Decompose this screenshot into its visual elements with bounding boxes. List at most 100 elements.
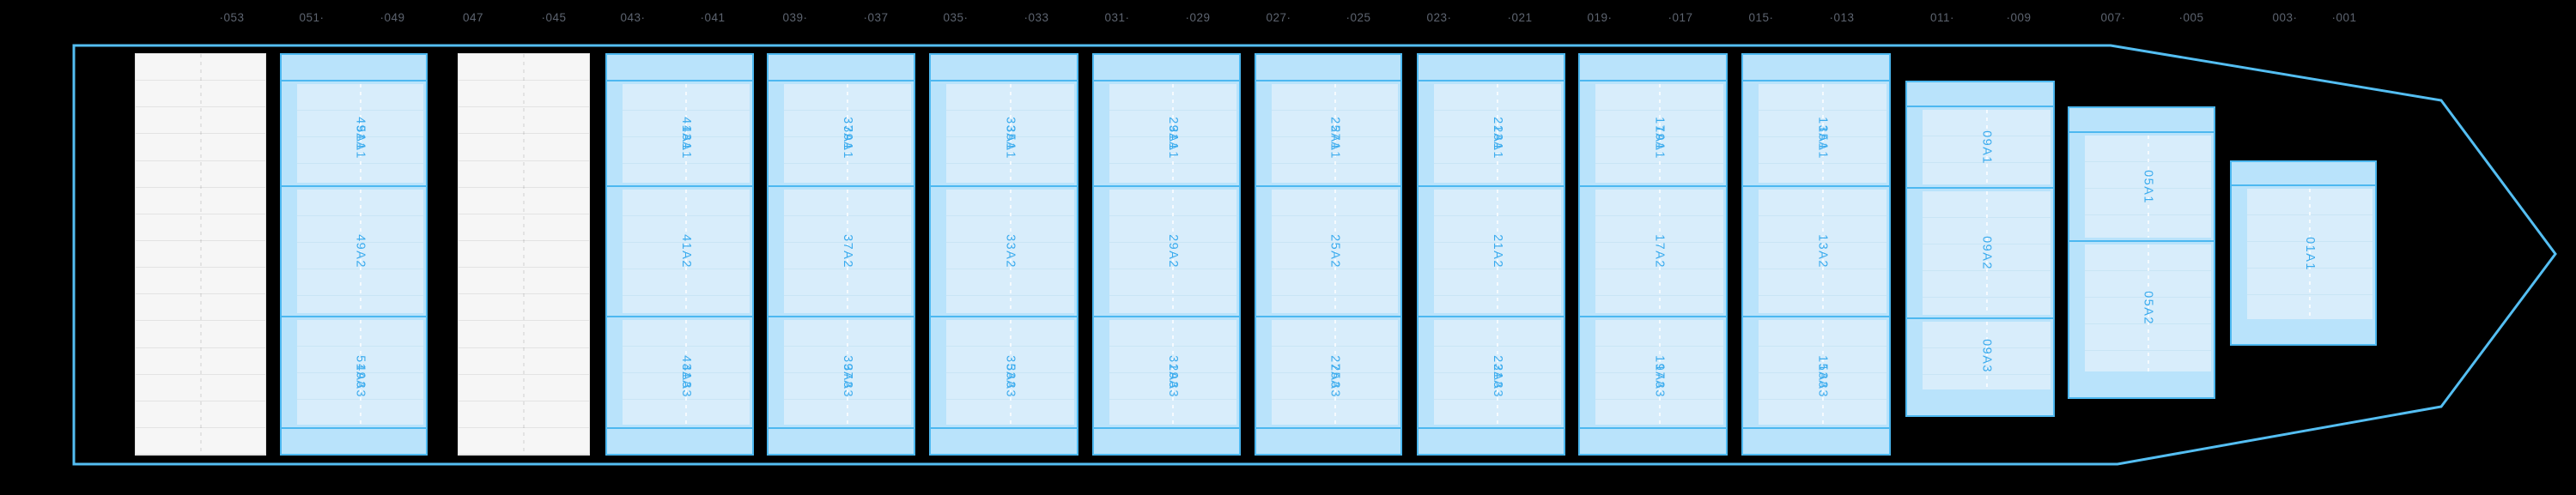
zone-label: 05A2 xyxy=(2141,291,2155,325)
empty-bay-row xyxy=(459,81,589,108)
zone-49A2[interactable]: 49A2 xyxy=(282,185,426,316)
zone-label: 23A3 xyxy=(1491,355,1504,389)
zone-41A2[interactable]: 41A2 xyxy=(607,185,752,316)
zone-label: 17A3 xyxy=(1652,364,1667,398)
zone-09A1[interactable]: 09A1 xyxy=(1907,106,2053,187)
zone-29A2[interactable]: 29A2 xyxy=(1094,185,1239,316)
bay-053[interactable] xyxy=(135,53,266,456)
zone-label: 43A3 xyxy=(679,355,693,389)
bay-footer-strip xyxy=(1907,392,2053,415)
zone-label: 09A2 xyxy=(1979,236,1994,270)
ruler-label: 039· xyxy=(782,11,808,24)
empty-bay-row xyxy=(459,241,589,269)
bay-footer-strip xyxy=(1094,427,1239,454)
empty-bay-row xyxy=(459,348,589,375)
zone-centerline xyxy=(685,320,687,425)
empty-bay-row xyxy=(136,428,265,456)
zone-label: 21A1 xyxy=(1491,116,1504,151)
bay-047-045[interactable] xyxy=(458,53,590,456)
zone-label: 37A1 xyxy=(841,116,854,151)
zone-21A2[interactable]: 21A2 xyxy=(1419,185,1564,316)
zone-label: 17A1 xyxy=(1652,116,1667,151)
zone-centerline xyxy=(1821,190,1824,313)
empty-bay-row xyxy=(136,268,265,295)
bay-011-009[interactable]: 09A1 09A2 09A3 xyxy=(1905,81,2055,417)
zone-centerline xyxy=(359,190,361,313)
bay-centerline xyxy=(199,54,202,455)
bay-003-001[interactable]: 01A1 xyxy=(2230,160,2377,346)
zone-label: 05A1 xyxy=(2141,169,2155,204)
bay-footer-strip xyxy=(1743,427,1889,454)
zone-09A3[interactable]: 09A3 xyxy=(1907,317,2053,392)
zone-label: 27A3 xyxy=(1327,355,1342,389)
zone-label: 09A3 xyxy=(1979,338,1994,373)
empty-bay-row xyxy=(136,54,265,81)
zone-09A2[interactable]: 09A2 xyxy=(1907,187,2053,317)
zone-panel: 05A2 xyxy=(2085,244,2211,371)
ruler-label: 047 xyxy=(462,11,484,24)
zone-13A2[interactable]: 13A2 xyxy=(1743,185,1889,316)
zone-centerline xyxy=(2309,189,2311,319)
zone-panel: 05A1 xyxy=(2085,136,2211,238)
zone-label: 49A2 xyxy=(353,234,368,269)
ruler-label: 011· xyxy=(1929,11,1955,24)
zone-centerline xyxy=(685,84,687,183)
bay-footer-strip xyxy=(1256,427,1400,454)
ruler-label: 003· xyxy=(2272,11,2298,24)
bay-007-005[interactable]: 05A1 05A2 xyxy=(2068,106,2215,399)
bay-header-strip xyxy=(282,55,426,80)
zone-01A1[interactable]: 01A1 xyxy=(2232,184,2375,322)
zone-centerline xyxy=(359,320,361,425)
bay-header-strip xyxy=(931,55,1077,80)
zone-05A2[interactable]: 05A2 xyxy=(2069,240,2214,374)
ruler-label: ·021 xyxy=(1507,11,1533,24)
zone-centerline xyxy=(1172,320,1174,425)
ruler-label: 023· xyxy=(1426,11,1452,24)
ruler-label: 035· xyxy=(943,11,969,24)
zone-label: 49A3 xyxy=(353,364,368,398)
zone-37A2[interactable]: 37A2 xyxy=(769,185,914,316)
zone-25A2[interactable]: 25A2 xyxy=(1256,185,1400,316)
zone-panel: 37A2 xyxy=(784,190,911,313)
bay-footer-strip xyxy=(282,427,426,454)
empty-bay-row xyxy=(136,348,265,375)
zone-17A2[interactable]: 17A2 xyxy=(1580,185,1726,316)
zone-label: 41A2 xyxy=(679,234,693,269)
zone-05A1[interactable]: 05A1 xyxy=(2069,131,2214,240)
zone-33A2[interactable]: 33A2 xyxy=(931,185,1077,316)
